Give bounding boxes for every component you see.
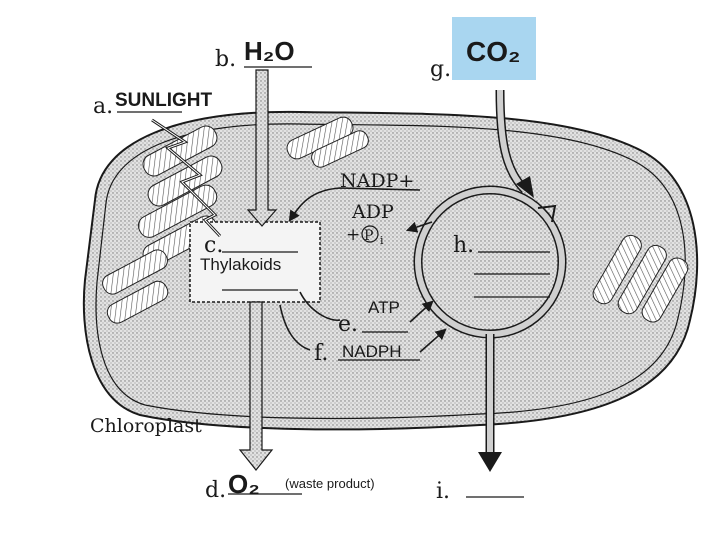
- label-g-letter: g.: [430, 57, 451, 82]
- label-b-letter: b.: [215, 47, 236, 72]
- adp-to-thylakoid-arrow: [405, 221, 433, 233]
- grana-stack-right: [592, 234, 689, 323]
- label-d-letter: d.: [205, 478, 226, 503]
- chloroplast-caption: Chloroplast: [90, 415, 202, 437]
- molecule-nadp: NADP+: [340, 170, 414, 192]
- label-b-water: H₂O: [244, 36, 295, 66]
- label-f-letter: f.: [314, 341, 328, 366]
- label-e-atp: ATP: [368, 298, 400, 317]
- sugar-arrow-head: [478, 452, 502, 472]
- sunlight-bolt-inner: [151, 119, 221, 237]
- grana-stack-top: [286, 116, 369, 168]
- label-a-sunlight: SUNLIGHT: [115, 90, 213, 111]
- nadp-to-thylakoid-arrow: [288, 187, 421, 222]
- molecule-pi-sub: i: [380, 234, 384, 247]
- molecule-adp: ADP: [351, 201, 394, 223]
- label-f-nadph: NADPH: [342, 342, 402, 361]
- chloroplast-outer-membrane: [82, 110, 699, 431]
- label-i-letter: i.: [436, 479, 450, 504]
- label-g-co2: CO₂: [466, 36, 520, 67]
- label-c-thylakoids: Thylakoids: [200, 255, 281, 274]
- water-input-arrow: [246, 69, 278, 227]
- label-a-letter: a.: [93, 94, 113, 119]
- label-d-note: (waste product): [285, 476, 375, 491]
- atp-to-calvin-arrow: [299, 292, 432, 323]
- label-c-letter: c.: [204, 233, 223, 258]
- phosphate-circle: [361, 225, 379, 243]
- molecule-pi-plus: +: [346, 225, 360, 245]
- nadph-to-calvin-arrow: [279, 304, 445, 353]
- co2-arrow-head: [516, 176, 534, 198]
- molecule-pi-symbol: P: [364, 228, 373, 244]
- chloroplast-inner-membrane: [95, 123, 686, 420]
- label-e-letter: e.: [338, 312, 358, 337]
- oxygen-output-arrow: [238, 301, 274, 471]
- label-h-letter: h.: [453, 233, 474, 258]
- co2-highlight-box: [452, 17, 536, 80]
- calvin-cycle-direction-arrow: [537, 204, 557, 223]
